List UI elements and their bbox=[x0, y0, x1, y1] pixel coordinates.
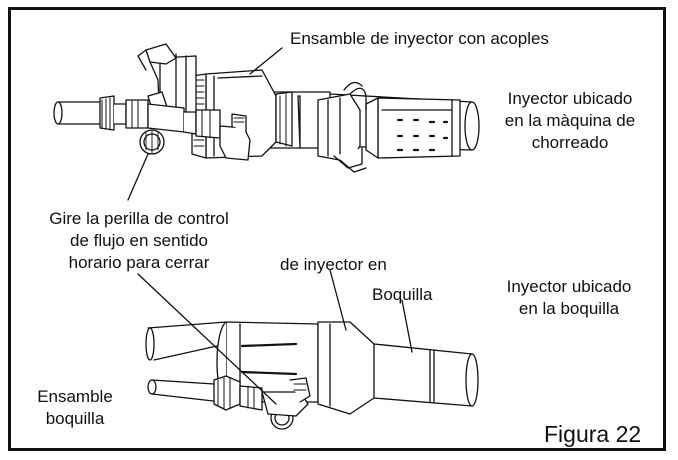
leader-nozzle bbox=[401, 299, 413, 353]
bottom-small-hose bbox=[147, 379, 223, 403]
claw-coupling-right bbox=[317, 81, 367, 173]
right-coupling-sleeve bbox=[365, 97, 461, 159]
leader-knob-bottom bbox=[137, 273, 277, 405]
label-injector-in: de inyector en bbox=[280, 255, 387, 274]
bottom-injector-assembly bbox=[145, 321, 479, 430]
leader-top-assembly bbox=[249, 47, 283, 75]
machine-hose bbox=[261, 91, 480, 151]
label-nozzle-injector-line1: Inyector ubicado bbox=[506, 277, 632, 296]
label-machine-injector-line2: en la màquina de bbox=[504, 111, 636, 130]
label-knob-line3: horario para cerrar bbox=[68, 253, 210, 272]
label-machine-injector: Inyector ubicado en la màquina de chorre… bbox=[490, 88, 650, 154]
leader-injector-in bbox=[329, 269, 347, 331]
left-hose-and-valve bbox=[53, 95, 251, 161]
label-nozzle: Boquilla bbox=[372, 285, 433, 304]
label-top-assembly: Ensamble de inyector con acoples bbox=[290, 29, 549, 48]
top-injector-assembly bbox=[53, 43, 480, 173]
label-machine-injector-line1: Inyector ubicado bbox=[507, 89, 633, 108]
nozzle-tube bbox=[373, 343, 479, 407]
leader-knob bbox=[127, 153, 149, 201]
label-knob-instruction: Gire la perilla de control de flujo en s… bbox=[22, 208, 256, 274]
label-nozzle-assembly-line2: boquilla bbox=[45, 409, 105, 428]
label-nozzle-injector: Inyector ubicado en la boquilla bbox=[494, 276, 644, 320]
label-knob-line1: Gire la perilla de control bbox=[49, 209, 229, 228]
label-knob-line2: de flujo en sentido bbox=[70, 231, 208, 250]
bottom-valve-fittings bbox=[213, 375, 311, 430]
nozzle-hose bbox=[145, 321, 227, 361]
label-nozzle-assembly: Ensamble boquilla bbox=[20, 386, 130, 430]
label-nozzle-injector-line2: en la boquilla bbox=[518, 299, 620, 318]
label-machine-injector-line3: chorreado bbox=[531, 133, 609, 152]
figure-caption: Figura 22 bbox=[544, 421, 642, 447]
label-nozzle-assembly-line1: Ensamble bbox=[37, 387, 113, 406]
bottom-injector-body bbox=[317, 321, 375, 415]
